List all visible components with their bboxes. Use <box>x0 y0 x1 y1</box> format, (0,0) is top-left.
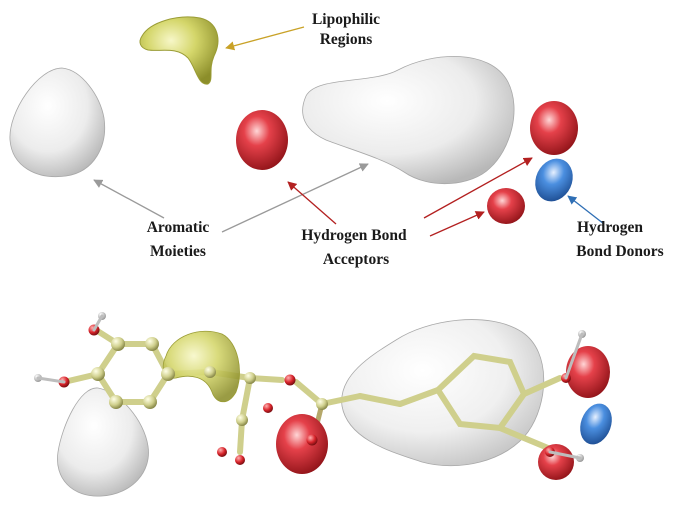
label-aromatic-line2: Moieties <box>150 243 206 260</box>
label-acceptor-line1: Hydrogen Bond <box>301 227 407 244</box>
label-acceptor-line2: Acceptors <box>323 251 389 268</box>
label-donor-line1: Hydrogen <box>577 219 643 236</box>
acceptor-arrow-3 <box>429 211 485 237</box>
aligned-acceptor-sphere-3 <box>538 444 574 480</box>
lipophilic-arrow <box>225 26 305 51</box>
aromatic-region-blob-large <box>302 56 515 184</box>
donor-arrow <box>567 195 605 225</box>
donor-sphere <box>535 158 573 202</box>
aromatic-arrow-left <box>93 179 165 219</box>
lipophilic-region-blob <box>139 16 219 85</box>
bottom-panel <box>34 312 612 497</box>
label-aromatic-line1: Aromatic <box>147 219 210 236</box>
aligned-acceptor-sphere-2 <box>566 346 610 398</box>
acceptor-sphere-3 <box>487 188 525 224</box>
aligned-aromatic-surface-left <box>57 387 149 497</box>
aligned-donor-sphere <box>580 403 612 445</box>
label-donor-line2: Bond Donors <box>576 243 663 260</box>
label-lipophilic-line2: Regions <box>320 31 373 48</box>
aromatic-region-blob-left <box>9 67 106 178</box>
top-panel: Lipophilic Regions Aromatic Moieties Hyd… <box>9 11 664 268</box>
acceptor-arrow-2 <box>423 157 533 219</box>
aligned-acceptor-sphere-1 <box>276 414 328 474</box>
label-lipophilic-line1: Lipophilic <box>312 11 380 28</box>
ligand-carbon-atoms <box>91 337 328 426</box>
acceptor-arrow-1 <box>287 181 337 225</box>
aligned-lipophilic-surface <box>162 330 240 403</box>
ligand-hydrogen-bonds <box>36 314 584 460</box>
ligand-oxygen-atoms <box>58 324 571 465</box>
acceptor-sphere-1 <box>236 110 288 170</box>
acceptor-sphere-2 <box>530 101 578 155</box>
aromatic-arrow-right <box>221 163 369 233</box>
